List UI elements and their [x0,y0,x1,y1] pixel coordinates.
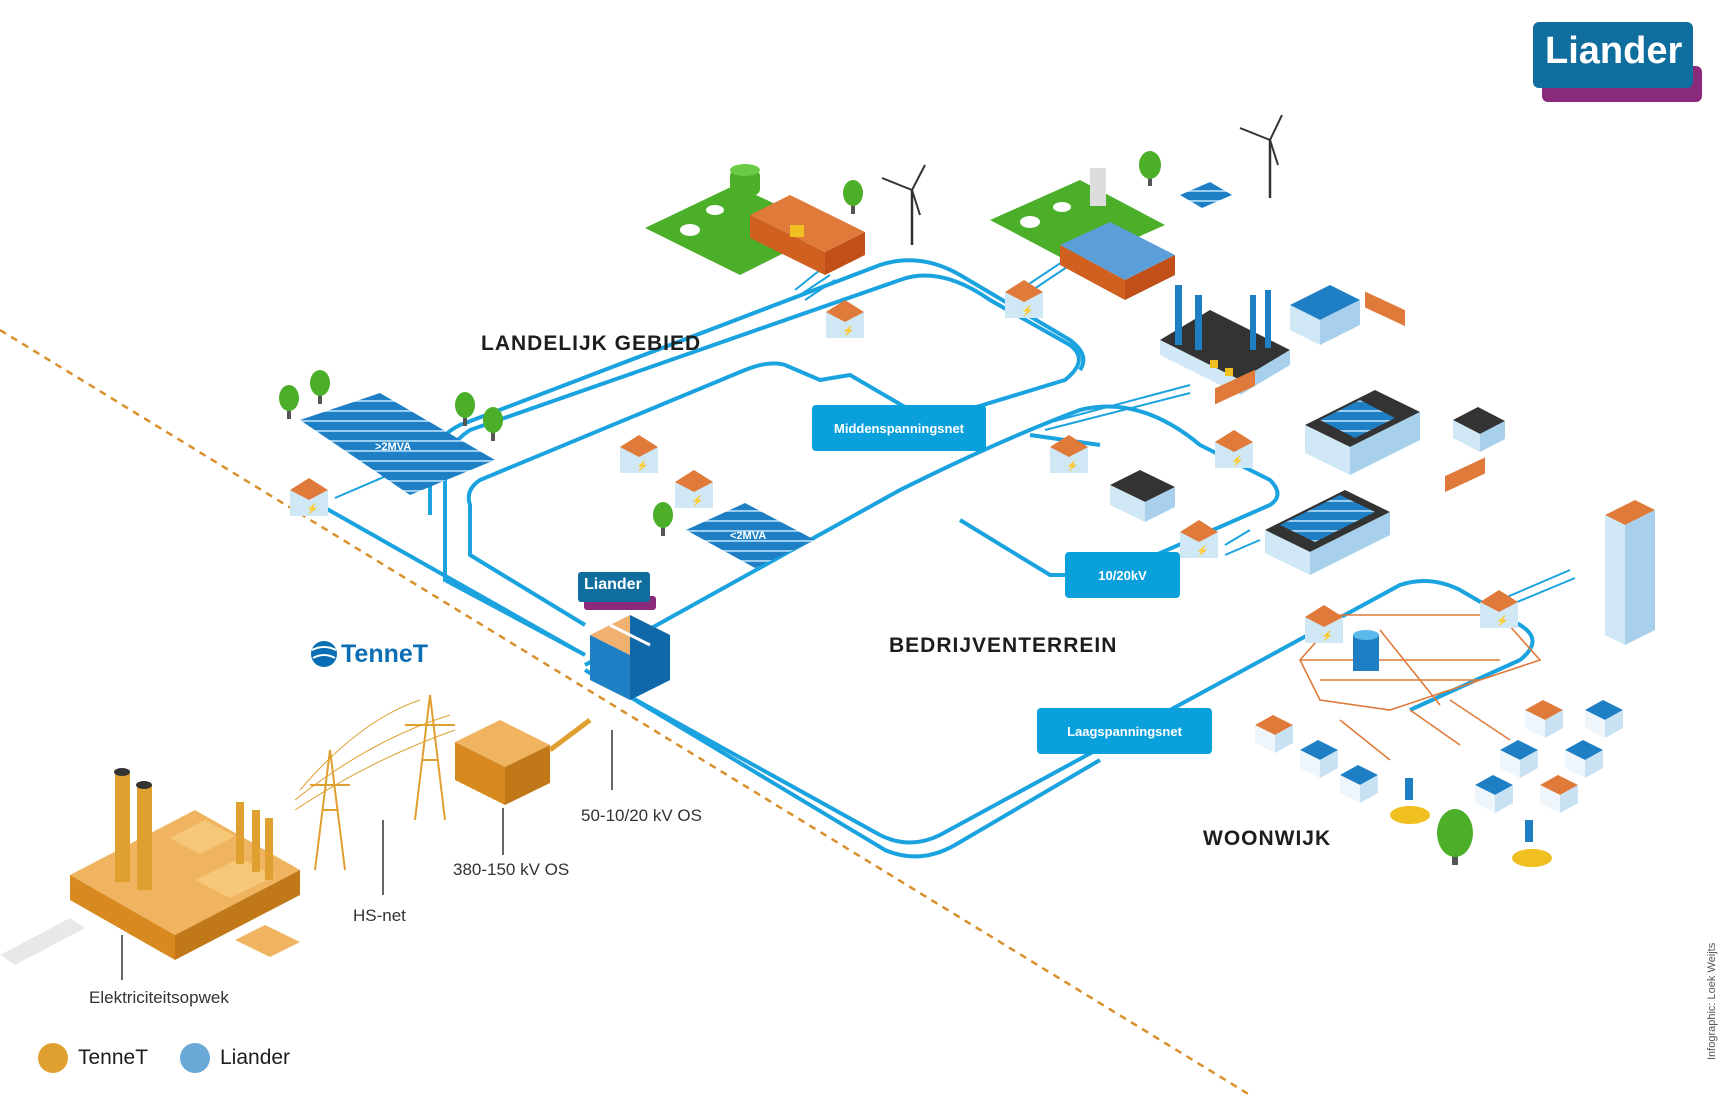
legend-swatch-tennet [38,1043,68,1073]
liander-logo [1533,22,1702,102]
tag-10-20kv: 10/20kV [1065,552,1180,598]
hv-substation [455,718,592,805]
farm-right [990,168,1175,300]
small-shed-1 [1110,470,1175,522]
medium-voltage-network [319,258,1535,859]
svg-text:⚡: ⚡ [306,502,318,515]
factory [1160,285,1290,395]
zone-label-rural: LANDELIJK GEBIED [481,332,702,355]
main-substation [590,615,670,700]
solar-field-large [300,393,495,495]
solar-field-small [686,503,815,568]
warehouse-1 [1290,285,1360,345]
substations: ⚡ ⚡ ⚡ ⚡ ⚡ ⚡ ⚡ ⚡ ⚡ ⚡ [290,280,1518,643]
small-shed-2 [1453,407,1505,452]
caption-generation: Elektriciteitsopwek [89,988,229,1007]
legend-label-tennet: TenneT [78,1046,149,1069]
wind-turbine-1 [881,164,926,245]
farm-left [645,164,865,275]
hv-pylons [294,694,456,871]
electric-cars [1390,778,1552,867]
svg-text:⚡: ⚡ [1196,544,1208,557]
legend-item-liander: Liander [180,1043,290,1073]
apartment-tower [1605,500,1655,645]
svg-text:⚡: ⚡ [1021,304,1033,317]
zone-label-industrial: BEDRIJVENTERREIN [889,634,1118,657]
trucks [1215,291,1485,493]
legend-label-liander: Liander [220,1046,291,1069]
svg-text:⚡: ⚡ [1321,629,1333,642]
tennet-logo-mark [311,641,337,667]
liander-logo-small [578,572,656,610]
legend-swatch-liander [180,1043,210,1073]
caption-station-os: 50-10/20 kV OS [581,806,702,825]
warehouse-2 [1305,390,1420,475]
svg-text:⚡: ⚡ [1496,614,1508,627]
svg-text:⚡: ⚡ [1066,459,1078,472]
power-plant [70,768,300,960]
battery-storage [1353,630,1379,671]
road [0,918,85,965]
tennet-logo-text: TenneT [341,640,429,668]
boundary-line [0,328,1251,1097]
low-voltage-wiring [1299,614,1542,761]
svg-text:⚡: ⚡ [636,459,648,472]
svg-text:⚡: ⚡ [1231,454,1243,467]
warehouse-3 [1265,490,1390,575]
liander-logo-text: Liander [1545,30,1683,72]
tag-medium-voltage: Middenspanningsnet [812,405,986,451]
solar-small-label: <2MVA [730,530,767,542]
svg-text:⚡: ⚡ [842,324,854,337]
wind-turbine-2 [1239,114,1283,198]
houses [1255,700,1623,813]
tag-low-voltage: Laagspanningsnet [1037,708,1212,754]
solar-large-label: >2MVA [375,441,412,453]
zone-label-residential: WOONWIJK [1203,827,1332,850]
liander-small-logo-text: Liander [584,576,642,593]
credit-text: Infographic: Loek Weijts [1706,942,1718,1060]
svg-text:⚡: ⚡ [691,494,703,507]
leader-lines [121,808,504,980]
legend-item-tennet: TenneT [38,1043,148,1073]
trees [279,151,1473,865]
caption-station-hv: 380-150 kV OS [453,860,570,879]
caption-hs-net: HS-net [353,906,406,925]
